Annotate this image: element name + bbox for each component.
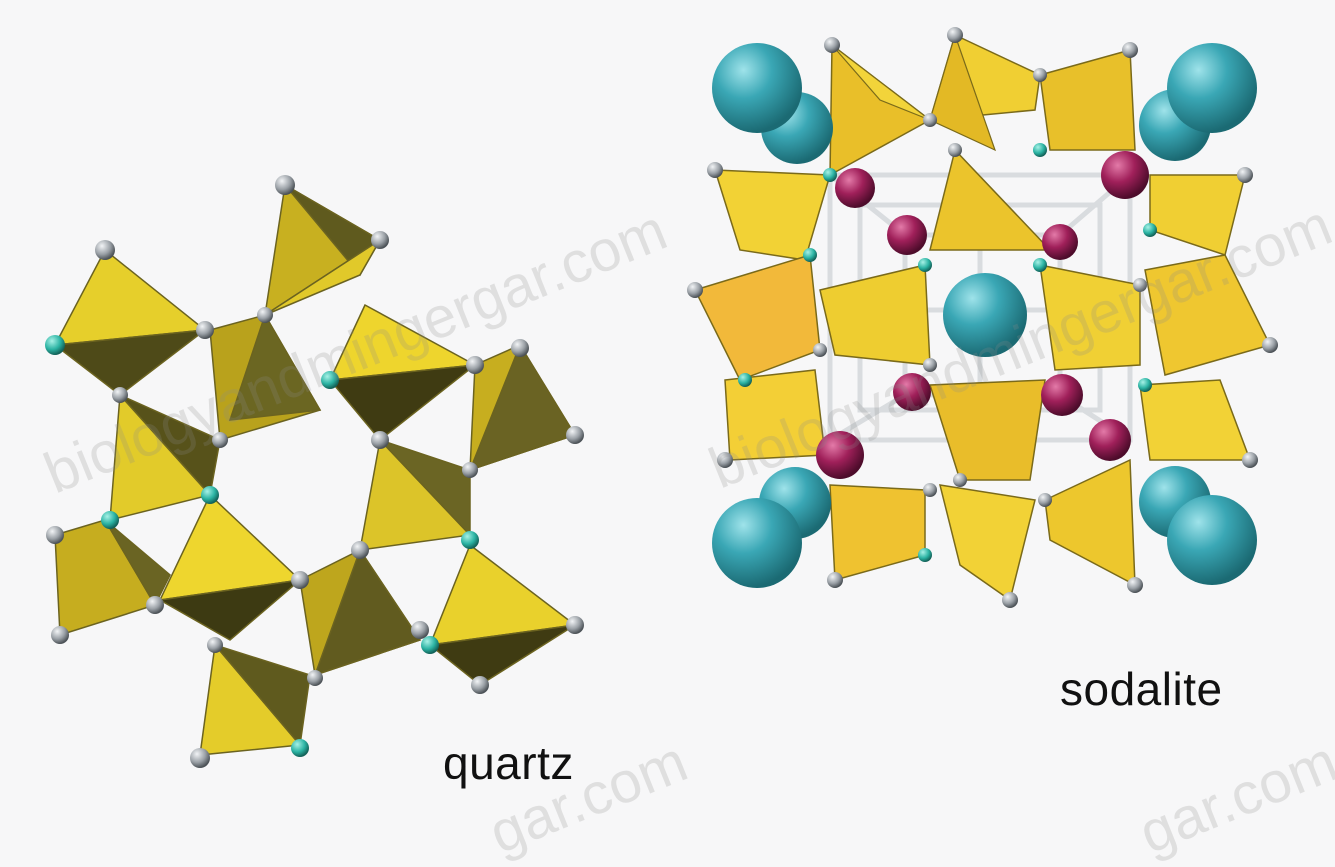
tetrahedron: [713, 169, 831, 261]
quartz-structure: [45, 175, 584, 768]
tetrahedron: [428, 543, 577, 686]
oxygen-atoms: [687, 27, 1278, 608]
figure: biologyandmingergar.com biologyandminger…: [35, 27, 1335, 866]
tetrahedron: [829, 43, 932, 177]
tetrahedron: [938, 484, 1036, 602]
tetrahedron: [199, 643, 311, 756]
quartz-label: quartz: [443, 737, 574, 789]
sodalite-structure: [687, 27, 1278, 608]
tetrahedron: [157, 493, 303, 641]
crystal-structures: [45, 27, 1278, 768]
tetrahedron: [299, 548, 422, 677]
tetrahedron: [929, 148, 1052, 251]
tetrahedron: [1144, 254, 1272, 376]
tetrahedron: [53, 248, 208, 396]
tetrahedron: [1044, 458, 1136, 587]
silicon-atoms: [45, 335, 479, 757]
chlorine-atoms: [816, 151, 1149, 479]
tetrahedron: [109, 393, 221, 521]
tetrahedron: [1139, 379, 1252, 461]
tetrahedron: [1149, 174, 1246, 256]
tetrahedron: [359, 438, 472, 551]
tetrahedron: [264, 183, 382, 317]
oxygen-atoms: [46, 175, 584, 768]
tetrahedron: [1039, 264, 1141, 371]
tetrahedron: [829, 484, 926, 581]
tetrahedron: [209, 313, 322, 441]
tetrahedron: [928, 379, 1046, 481]
tetrahedron: [928, 33, 1041, 152]
sodalite-label: sodalite: [1060, 663, 1223, 715]
silicon-atoms: [738, 143, 1157, 562]
tetrahedron: [468, 343, 577, 472]
tetrahedron: [819, 264, 931, 366]
tetrahedron: [54, 519, 171, 637]
sodium-atoms: [712, 43, 1257, 588]
tetrahedron: [693, 254, 821, 381]
tetrahedron: [328, 303, 478, 442]
tetrahedron: [1039, 49, 1136, 151]
